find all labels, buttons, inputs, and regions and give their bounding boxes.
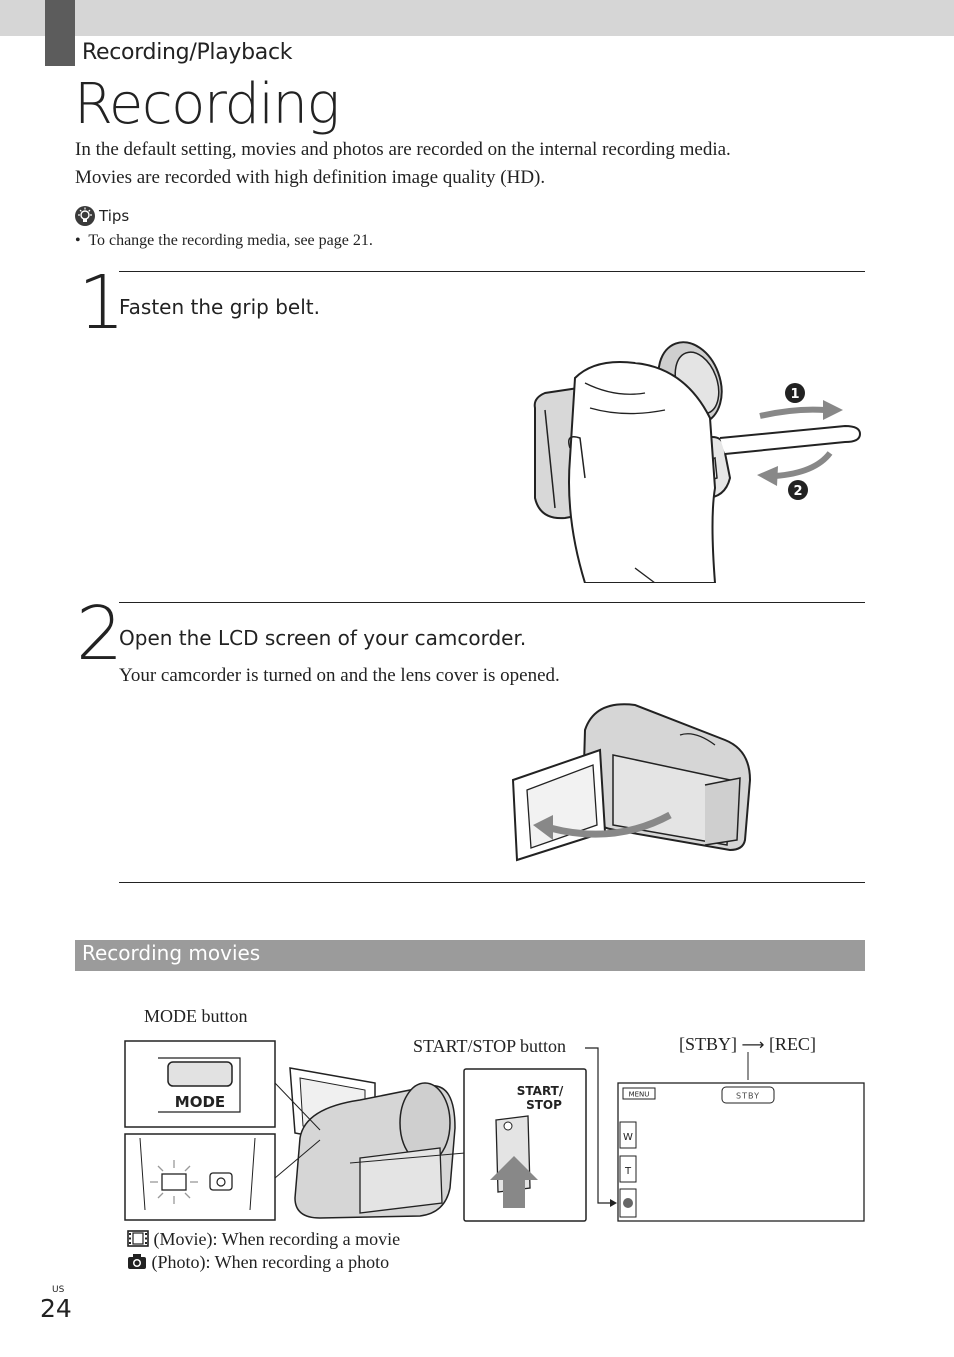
tips-item: • To change the recording media, see pag… — [75, 232, 373, 249]
status-badge-label: STBY — [736, 1092, 760, 1101]
photo-caption-text: (Photo): When recording a photo — [151, 1252, 390, 1272]
tips-item-text: To change the recording media, see page … — [88, 232, 373, 249]
mode-button-label: MODE button — [144, 1006, 248, 1026]
page-number: 24 — [40, 1294, 72, 1323]
step-2-end-rule — [119, 882, 865, 883]
zoom-t-label: T — [624, 1166, 632, 1177]
header-bar — [0, 0, 954, 36]
menu-button — [622, 1087, 656, 1100]
zoom-w-button — [619, 1121, 637, 1149]
record-dot-icon — [623, 1198, 633, 1208]
start-stop-key-line2: STOP — [526, 1098, 562, 1112]
header-tab — [45, 0, 75, 66]
region-label: US — [52, 1285, 65, 1295]
step-1-number: 1 — [78, 260, 126, 346]
start-stop-label: START/STOP button — [413, 1036, 567, 1056]
intro-text: In the default setting, movies and photo… — [75, 136, 875, 192]
step-2-body: Your camcorder is turned on and the lens… — [119, 665, 560, 686]
photo-lamp-icon — [209, 1172, 233, 1191]
start-stop-key-line1: START/ — [517, 1084, 564, 1098]
movie-caption-text: (Movie): When recording a movie — [153, 1229, 401, 1249]
intro-line-2: Movies are recorded with high definition… — [75, 167, 546, 188]
stby-label: [STBY] — [679, 1034, 737, 1054]
tips-heading: Tips — [75, 206, 129, 226]
step-1-rule — [119, 271, 865, 272]
callout-1-label: 1 — [790, 387, 799, 402]
film-icon — [127, 1230, 149, 1252]
camera-icon — [127, 1253, 147, 1275]
callout-2-icon — [788, 480, 808, 500]
recording-movies-diagram: MODE START/ STOP MENU STBY W T — [124, 1040, 865, 1222]
step-1-title: Fasten the grip belt. — [119, 295, 320, 319]
lcd-screen — [617, 1082, 865, 1222]
intro-line-1: In the default setting, movies and photo… — [75, 139, 731, 160]
zoom-w-label: W — [623, 1132, 633, 1143]
recording-movies-heading: Recording movies — [82, 941, 261, 965]
grip-belt-illustration: 1 2 — [533, 341, 862, 583]
section-label: Recording/Playback — [82, 40, 293, 65]
up-arrow-icon — [490, 1156, 538, 1208]
lightbulb-icon — [75, 206, 95, 226]
callout-1-icon — [785, 383, 805, 403]
step-2-rule — [119, 602, 865, 603]
status-badge — [721, 1086, 775, 1104]
mode-key-label: MODE — [175, 1093, 225, 1111]
stby-rec-label: [STBY] ⟶ [REC] — [679, 1034, 816, 1055]
right-arrow-icon: ⟶ — [741, 1035, 765, 1054]
callout-2-label: 2 — [793, 484, 802, 499]
movie-caption: (Movie): When recording a movie — [127, 1229, 400, 1252]
zoom-t-button — [619, 1155, 637, 1183]
step-2-title: Open the LCD screen of your camcorder. — [119, 626, 527, 650]
step-2-number: 2 — [76, 591, 124, 677]
mode-key — [167, 1061, 233, 1087]
page-title: Recording — [74, 72, 340, 137]
open-lcd-illustration — [511, 703, 752, 862]
photo-caption: (Photo): When recording a photo — [127, 1252, 389, 1275]
tips-label: Tips — [99, 207, 130, 225]
menu-button-label: MENU — [629, 1091, 650, 1099]
recording-movies-bar — [75, 940, 865, 971]
movie-lamp-icon — [161, 1173, 187, 1191]
rec-label: [REC] — [768, 1034, 816, 1054]
